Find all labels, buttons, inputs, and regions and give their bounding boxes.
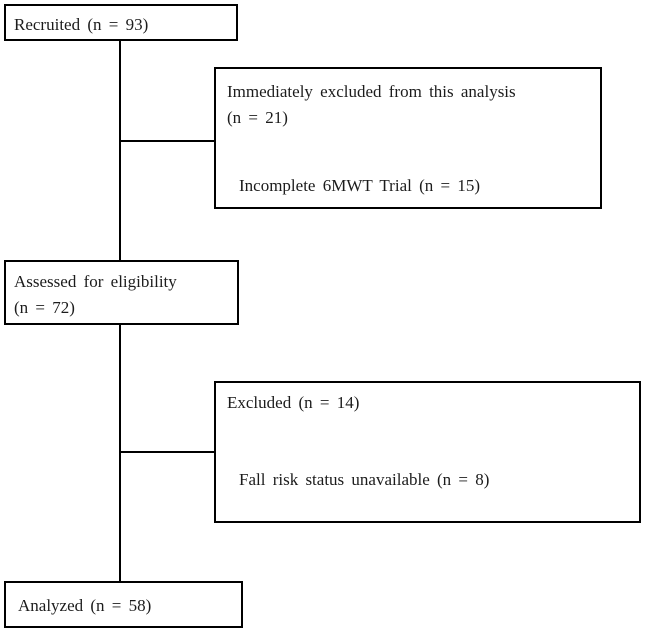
- incomplete-6mwt-detail: Incomplete 6MWT Trial (n = 15): [239, 176, 480, 195]
- recruited-label: Recruited (n = 93): [14, 15, 149, 34]
- assessed-label-line1: Assessed for eligibility: [14, 272, 177, 291]
- connector-vertical-recruited-to-assessed: [119, 41, 121, 260]
- analyzed-label: Analyzed (n = 58): [18, 596, 152, 615]
- immediately-excluded-box: Immediately excluded from this analysis …: [214, 67, 602, 209]
- immediately-excluded-label-line2: (n = 21): [227, 108, 288, 127]
- connector-vertical-assessed-to-analyzed: [119, 325, 121, 581]
- immediately-excluded-label-line1: Immediately excluded from this analysis: [227, 82, 516, 101]
- excluded-box: Excluded (n = 14) Fall risk status unava…: [214, 381, 641, 523]
- assessed-box: Assessed for eligibility (n = 72): [4, 260, 239, 325]
- recruited-box: Recruited (n = 93): [4, 4, 238, 41]
- assessed-label-line2: (n = 72): [14, 298, 75, 317]
- excluded-label: Excluded (n = 14): [227, 393, 360, 412]
- analyzed-box: Analyzed (n = 58): [4, 581, 243, 628]
- fall-risk-detail: Fall risk status unavailable (n = 8): [239, 470, 490, 489]
- connector-branch-immediately-excluded: [119, 140, 215, 142]
- connector-branch-excluded: [119, 451, 215, 453]
